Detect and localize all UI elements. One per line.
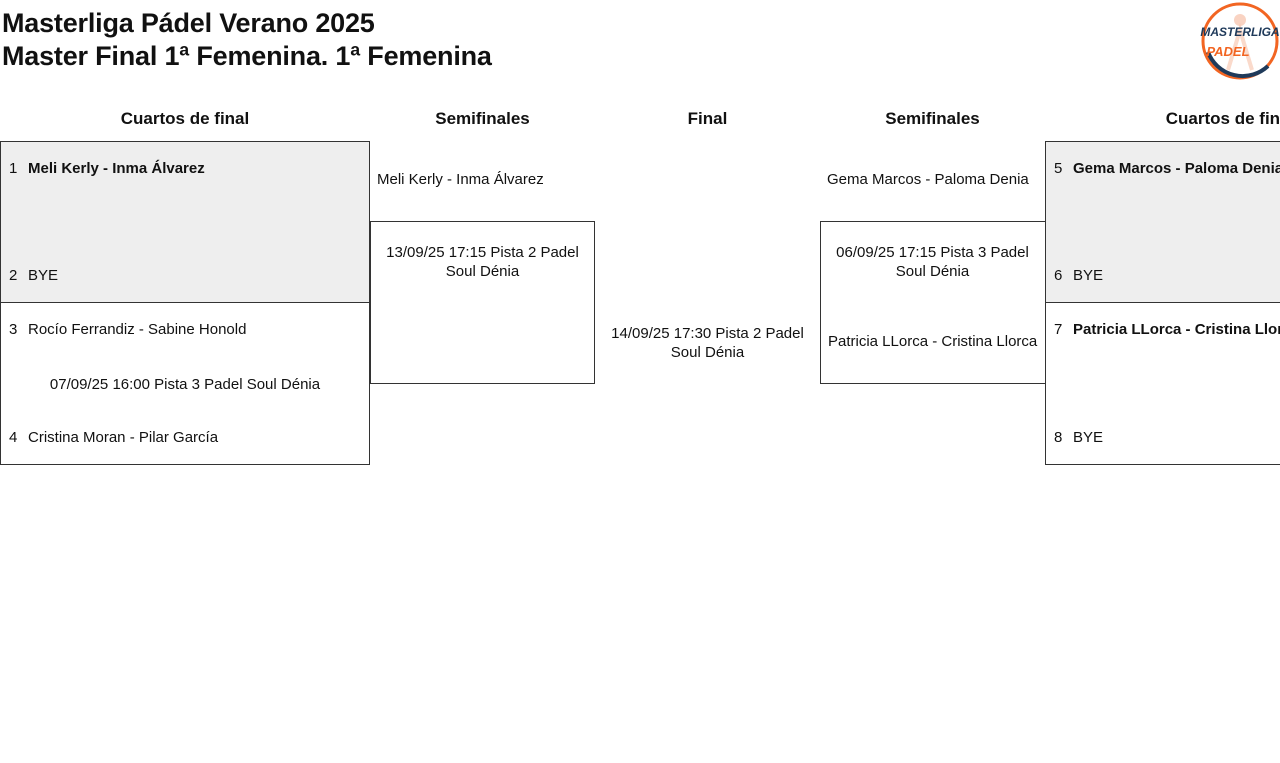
- match-2-team-a: 3 Rocío Ferrandiz - Sabine Honold: [9, 321, 246, 338]
- team-name: BYE: [1073, 429, 1104, 446]
- column-final: Final: [687, 109, 728, 128]
- quarterfinal-match-3[interactable]: 5 Gema Marcos - Paloma Denia 6 BYE: [1045, 141, 1280, 303]
- seed-number: 5: [1054, 160, 1063, 177]
- column-semifinals-right: Semifinales: [885, 109, 980, 128]
- seed-number: 6: [1054, 267, 1063, 284]
- team-name: Rocío Ferrandiz - Sabine Honold: [28, 321, 247, 338]
- seed-number: 3: [9, 321, 18, 338]
- seed-number: 1: [9, 160, 18, 177]
- team-name: Gema Marcos - Paloma Denia: [1073, 160, 1280, 177]
- team-name: Patricia LLorca - Cristina Llorca: [1073, 321, 1280, 338]
- team-name: BYE: [1073, 267, 1104, 284]
- team-name: Meli Kerly - Inma Álvarez: [28, 160, 205, 177]
- match-2-schedule: 07/09/25 16:00 Pista 3 Padel Soul Dénia: [49, 376, 321, 393]
- match-1-team-b: 2 BYE: [9, 267, 58, 284]
- column-quarterfinals-right: Cuartos de final: [1045, 109, 1280, 131]
- seed-number: 2: [9, 267, 18, 284]
- match-3-team-b: 6 BYE: [1054, 267, 1103, 284]
- semifinal-match-left[interactable]: 13/09/25 17:15 Pista 2 Padel Soul Dénia: [370, 221, 595, 384]
- column-quarterfinals-left: Cuartos de final: [120, 109, 250, 128]
- column-quarterfinals-right-label: Cuartos de final: [1165, 109, 1280, 128]
- category-title: Master Final 1ª Femenina. 1ª Femenina: [2, 41, 492, 71]
- quarterfinal-match-1[interactable]: 1 Meli Kerly - Inma Álvarez 2 BYE: [0, 141, 370, 303]
- match-2-team-b: 4 Cristina Moran - Pilar García: [9, 429, 218, 446]
- semifinal-right-schedule: 06/09/25 17:15 Pista 3 Padel Soul Dénia: [836, 244, 1029, 280]
- semifinal-right-team-bottom: Patricia LLorca - Cristina Llorca: [828, 333, 1038, 350]
- match-4-team-a: 7 Patricia LLorca - Cristina Llorca: [1054, 321, 1280, 338]
- semifinal-left-schedule: 13/09/25 17:15 Pista 2 Padel Soul Dénia: [386, 244, 579, 280]
- column-semifinals-left: Semifinales: [435, 109, 530, 128]
- semifinal-match-right[interactable]: 06/09/25 17:15 Pista 3 Padel Soul Dénia …: [820, 221, 1046, 384]
- logo-line1: MASTERLIGA: [1200, 25, 1279, 39]
- match-4-team-b: 8 BYE: [1054, 429, 1103, 446]
- final-schedule: 14/09/25 17:30 Pista 2 Padel Soul Dénia: [611, 325, 804, 361]
- seed-number: 8: [1054, 429, 1063, 446]
- logo-line2: PADEL: [1206, 44, 1249, 59]
- match-1-team-a: 1 Meli Kerly - Inma Álvarez: [9, 160, 205, 177]
- team-name: BYE: [28, 267, 59, 284]
- quarterfinal-match-2[interactable]: 3 Rocío Ferrandiz - Sabine Honold 07/09/…: [0, 302, 370, 465]
- seed-number: 7: [1054, 321, 1063, 338]
- match-3-team-a: 5 Gema Marcos - Paloma Denia: [1054, 160, 1280, 177]
- team-name: Cristina Moran - Pilar García: [28, 429, 219, 446]
- seed-number: 4: [9, 429, 18, 446]
- quarterfinal-match-4[interactable]: 7 Patricia LLorca - Cristina Llorca 8 BY…: [1045, 302, 1280, 465]
- tournament-title: Masterliga Pádel Verano 2025: [2, 8, 375, 38]
- logo-emblem-icon: MASTERLIGA PADEL: [1200, 2, 1280, 80]
- semifinal-right-team-top: Gema Marcos - Paloma Denia: [827, 171, 1029, 188]
- semifinal-left-team-top: Meli Kerly - Inma Álvarez: [377, 171, 544, 188]
- masterliga-logo: MASTERLIGA PADEL: [1198, 0, 1280, 82]
